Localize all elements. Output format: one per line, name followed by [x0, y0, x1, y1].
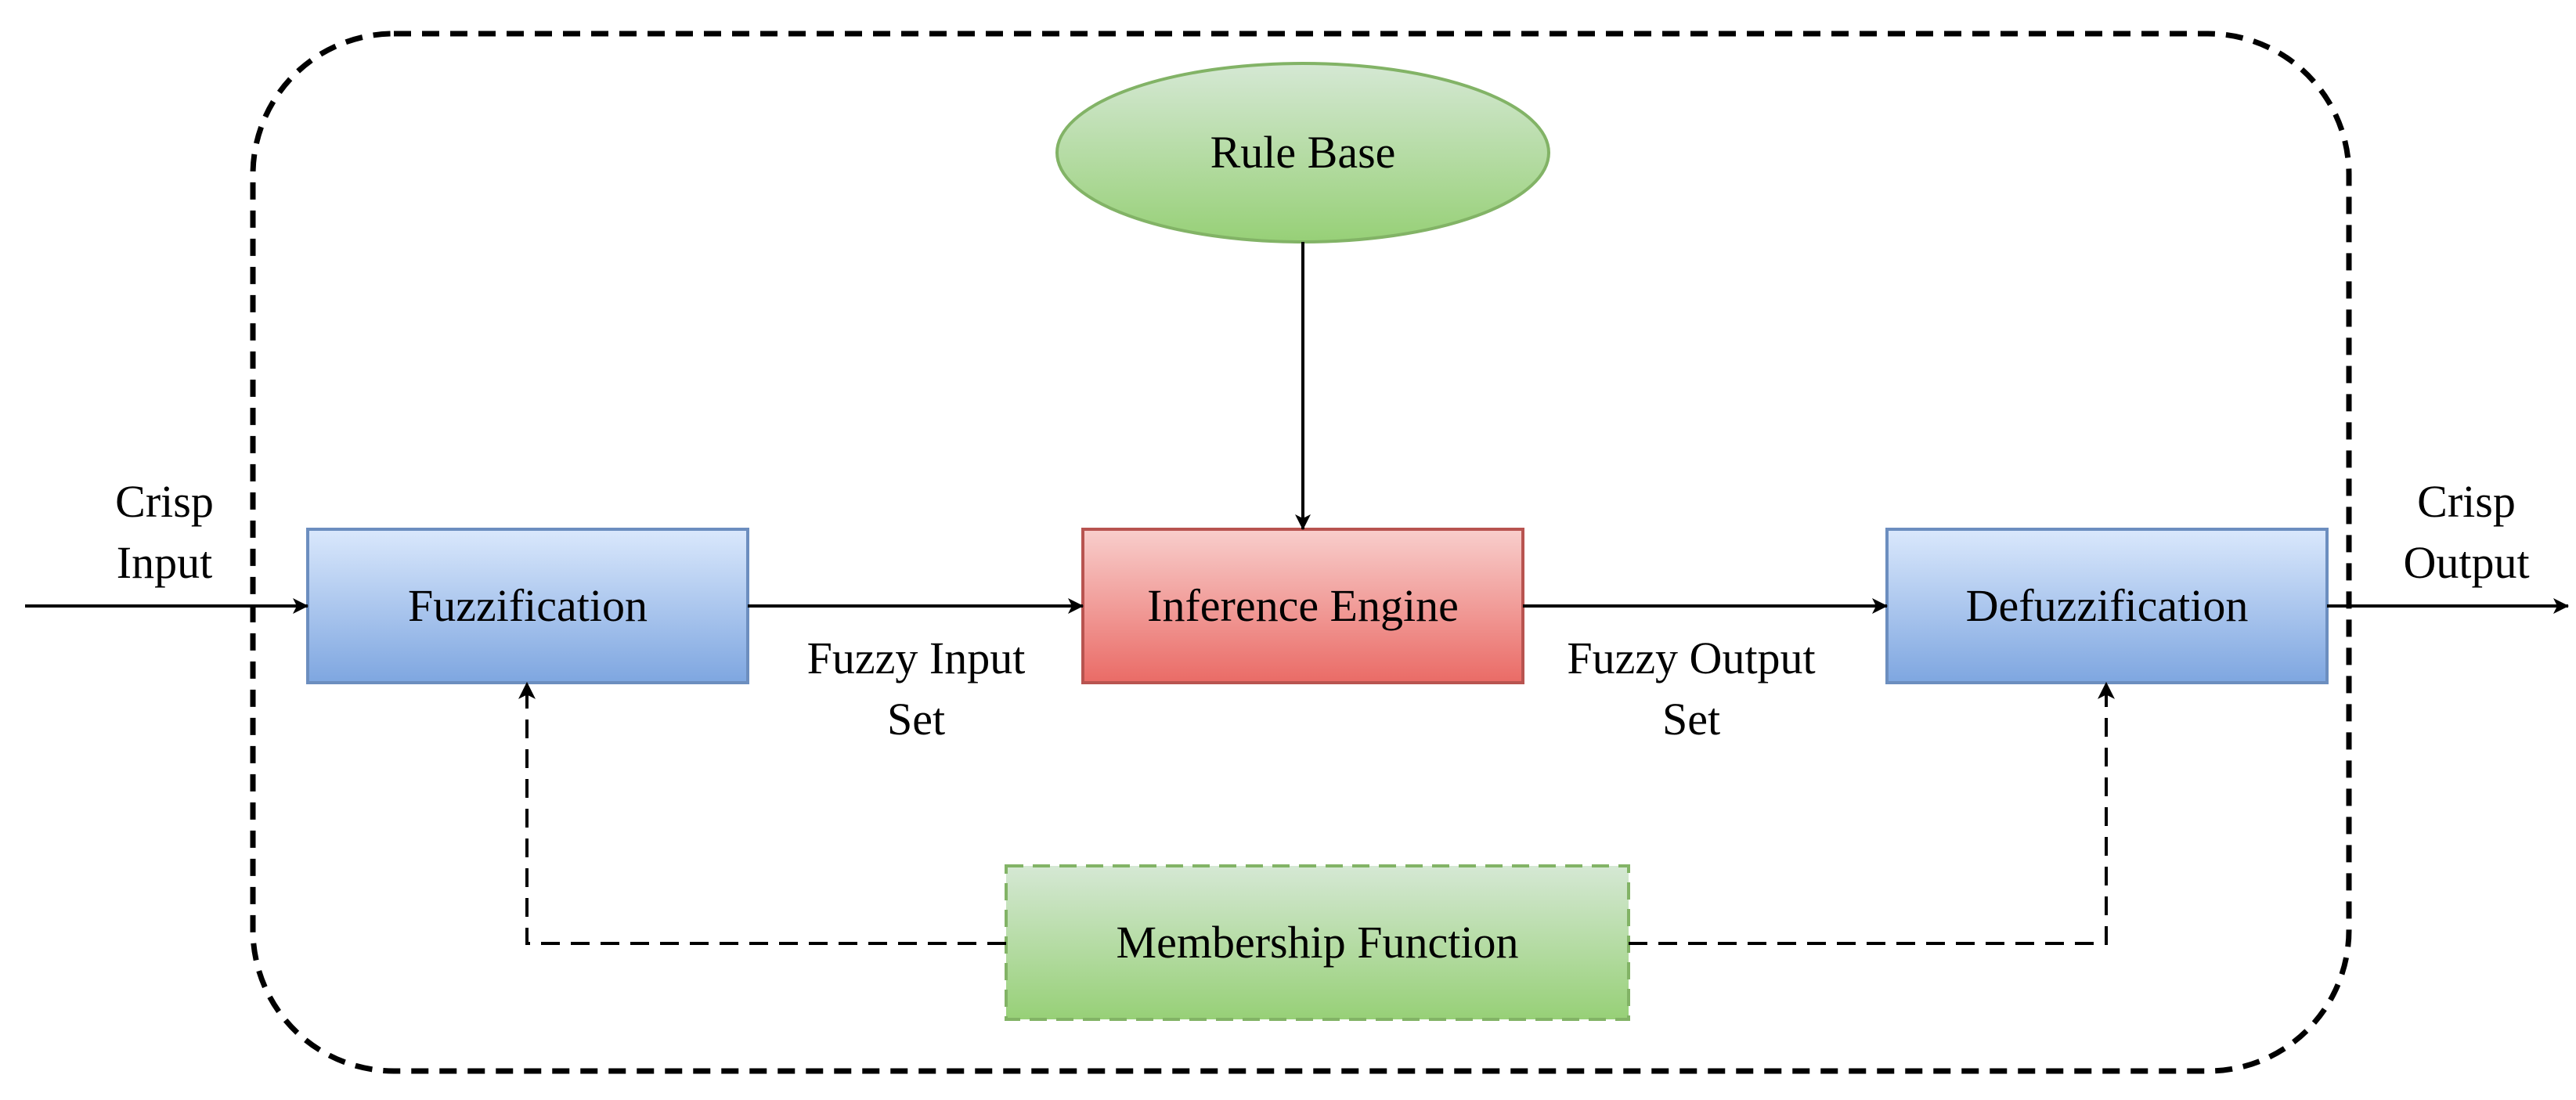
membership-to-defuzzification-arrow [1629, 681, 2115, 945]
crisp-output-line-2: Output [2403, 537, 2530, 588]
fuzzification-label: Fuzzification [407, 580, 648, 631]
fuzzy-output-set-line-1: Fuzzy Output [1567, 633, 1816, 683]
membership-function-label: Membership Function [1116, 917, 1519, 968]
crisp-input-line-1: Crisp [115, 476, 214, 527]
defuzzification-label: Defuzzification [1965, 580, 2249, 631]
fuzzy-input-set-line-1: Fuzzy Input [806, 633, 1026, 683]
crisp-input-label: Crisp Input [94, 470, 235, 595]
fuzzy-output-set-label: Fuzzy Output Set [1535, 626, 1848, 752]
crisp-input-line-2: Input [116, 537, 213, 588]
inference-engine-node [1081, 528, 1524, 684]
defuzzification-node [1885, 528, 2329, 684]
inference-engine-label: Inference Engine [1147, 580, 1459, 631]
crisp-output-line-1: Crisp [2417, 476, 2516, 527]
system-boundary [250, 31, 2352, 1074]
rule-base-label: Rule Base [1210, 127, 1396, 178]
fuzzy-output-set-line-2: Set [1661, 694, 1721, 745]
fuzzification-node [306, 528, 749, 684]
membership-to-fuzzification-arrow [518, 681, 1006, 945]
fuzzy-input-set-label: Fuzzy Input Set [775, 626, 1057, 752]
crisp-output-label: Crisp Output [2376, 470, 2556, 595]
fuzzy-input-set-line-2: Set [886, 694, 946, 745]
